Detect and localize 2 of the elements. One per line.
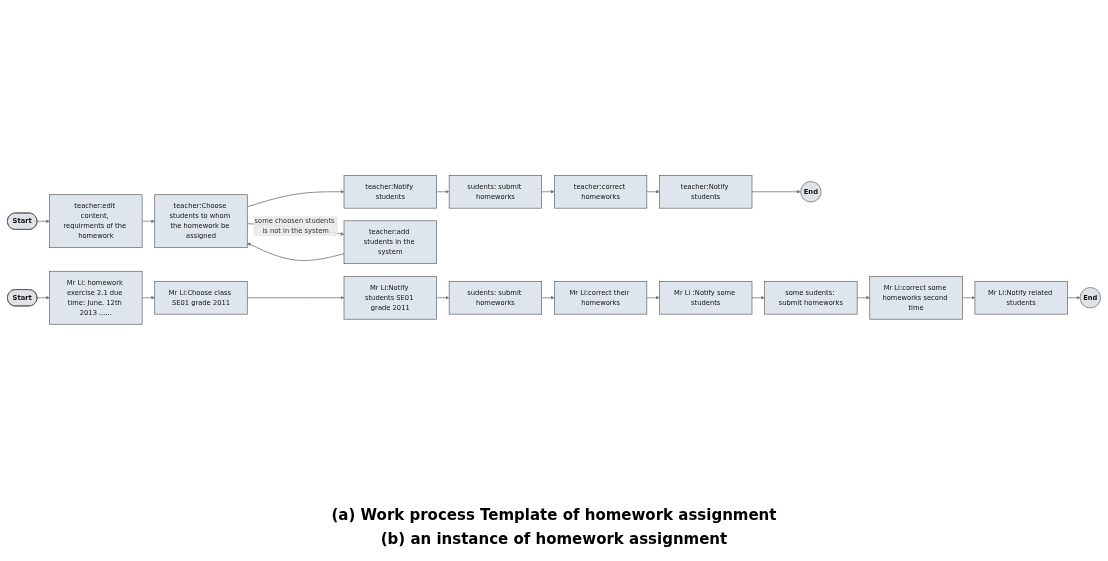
figure-caption: (a) Work process Template of homework assignment (331, 506, 777, 524)
figure-caption: (b) an instance of homework assignment (380, 530, 728, 548)
